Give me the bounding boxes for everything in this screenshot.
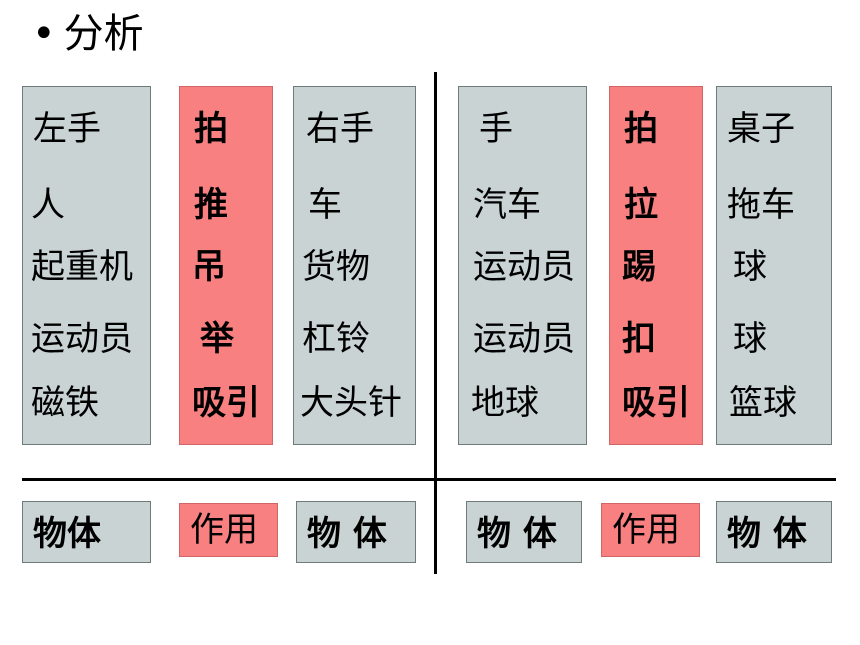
left-object-item: 右手	[306, 109, 374, 149]
title-text: 分析	[63, 11, 144, 57]
right-action-item: 扣	[622, 319, 656, 359]
right-subject-item: 运动员	[473, 319, 575, 359]
right-action-label: 作用	[601, 503, 700, 557]
right-action-column: 拍 拉 踢 扣 吸引	[609, 86, 703, 445]
left-object-item: 大头针	[300, 383, 402, 423]
right-object-item: 球	[733, 247, 767, 287]
left-subject-item: 起重机	[31, 247, 133, 287]
left-object-column: 右手 车 货物 杠铃 大头针	[293, 86, 416, 445]
right-action-item: 踢	[622, 247, 656, 287]
right-subject-item: 地球	[471, 383, 539, 423]
left-action-item: 吊	[192, 247, 226, 287]
right-object-label: 物 体	[716, 501, 832, 563]
left-subject-label: 物体	[22, 501, 151, 563]
left-action-column: 拍 推 吊 举 吸引	[179, 86, 273, 445]
right-object-item: 桌子	[727, 109, 795, 149]
right-action-item: 拉	[624, 185, 658, 225]
right-subject-label: 物 体	[466, 501, 582, 563]
right-subject-column: 手 汽车 运动员 运动员 地球	[458, 86, 587, 445]
right-subject-item: 运动员	[473, 247, 575, 287]
right-object-item: 球	[733, 319, 767, 359]
horizontal-divider	[22, 478, 836, 481]
vertical-divider	[434, 72, 437, 574]
right-action-item: 拍	[624, 109, 658, 149]
left-action-label: 作用	[179, 503, 278, 557]
left-subject-column: 左手 人 起重机 运动员 磁铁	[22, 86, 151, 445]
left-action-item: 吸引	[192, 383, 260, 423]
right-object-item: 拖车	[727, 185, 795, 225]
right-subject-item: 汽车	[473, 185, 541, 225]
slide-title: •分析	[32, 6, 144, 62]
left-subject-item: 磁铁	[31, 383, 99, 423]
right-object-column: 桌子 拖车 球 球 篮球	[716, 86, 832, 445]
left-action-item: 拍	[194, 109, 228, 149]
left-object-item: 车	[308, 185, 342, 225]
left-action-item: 推	[194, 185, 228, 225]
left-subject-item: 运动员	[31, 319, 133, 359]
left-subject-item: 人	[31, 185, 65, 225]
left-object-item: 杠铃	[302, 319, 370, 359]
bullet-icon: •	[32, 11, 56, 57]
left-object-item: 货物	[302, 247, 370, 287]
left-subject-item: 左手	[33, 109, 101, 149]
left-object-label: 物 体	[296, 501, 416, 563]
right-subject-item: 手	[479, 109, 513, 149]
right-action-item: 吸引	[622, 383, 690, 423]
right-object-item: 篮球	[729, 383, 797, 423]
left-action-item: 举	[200, 319, 234, 359]
